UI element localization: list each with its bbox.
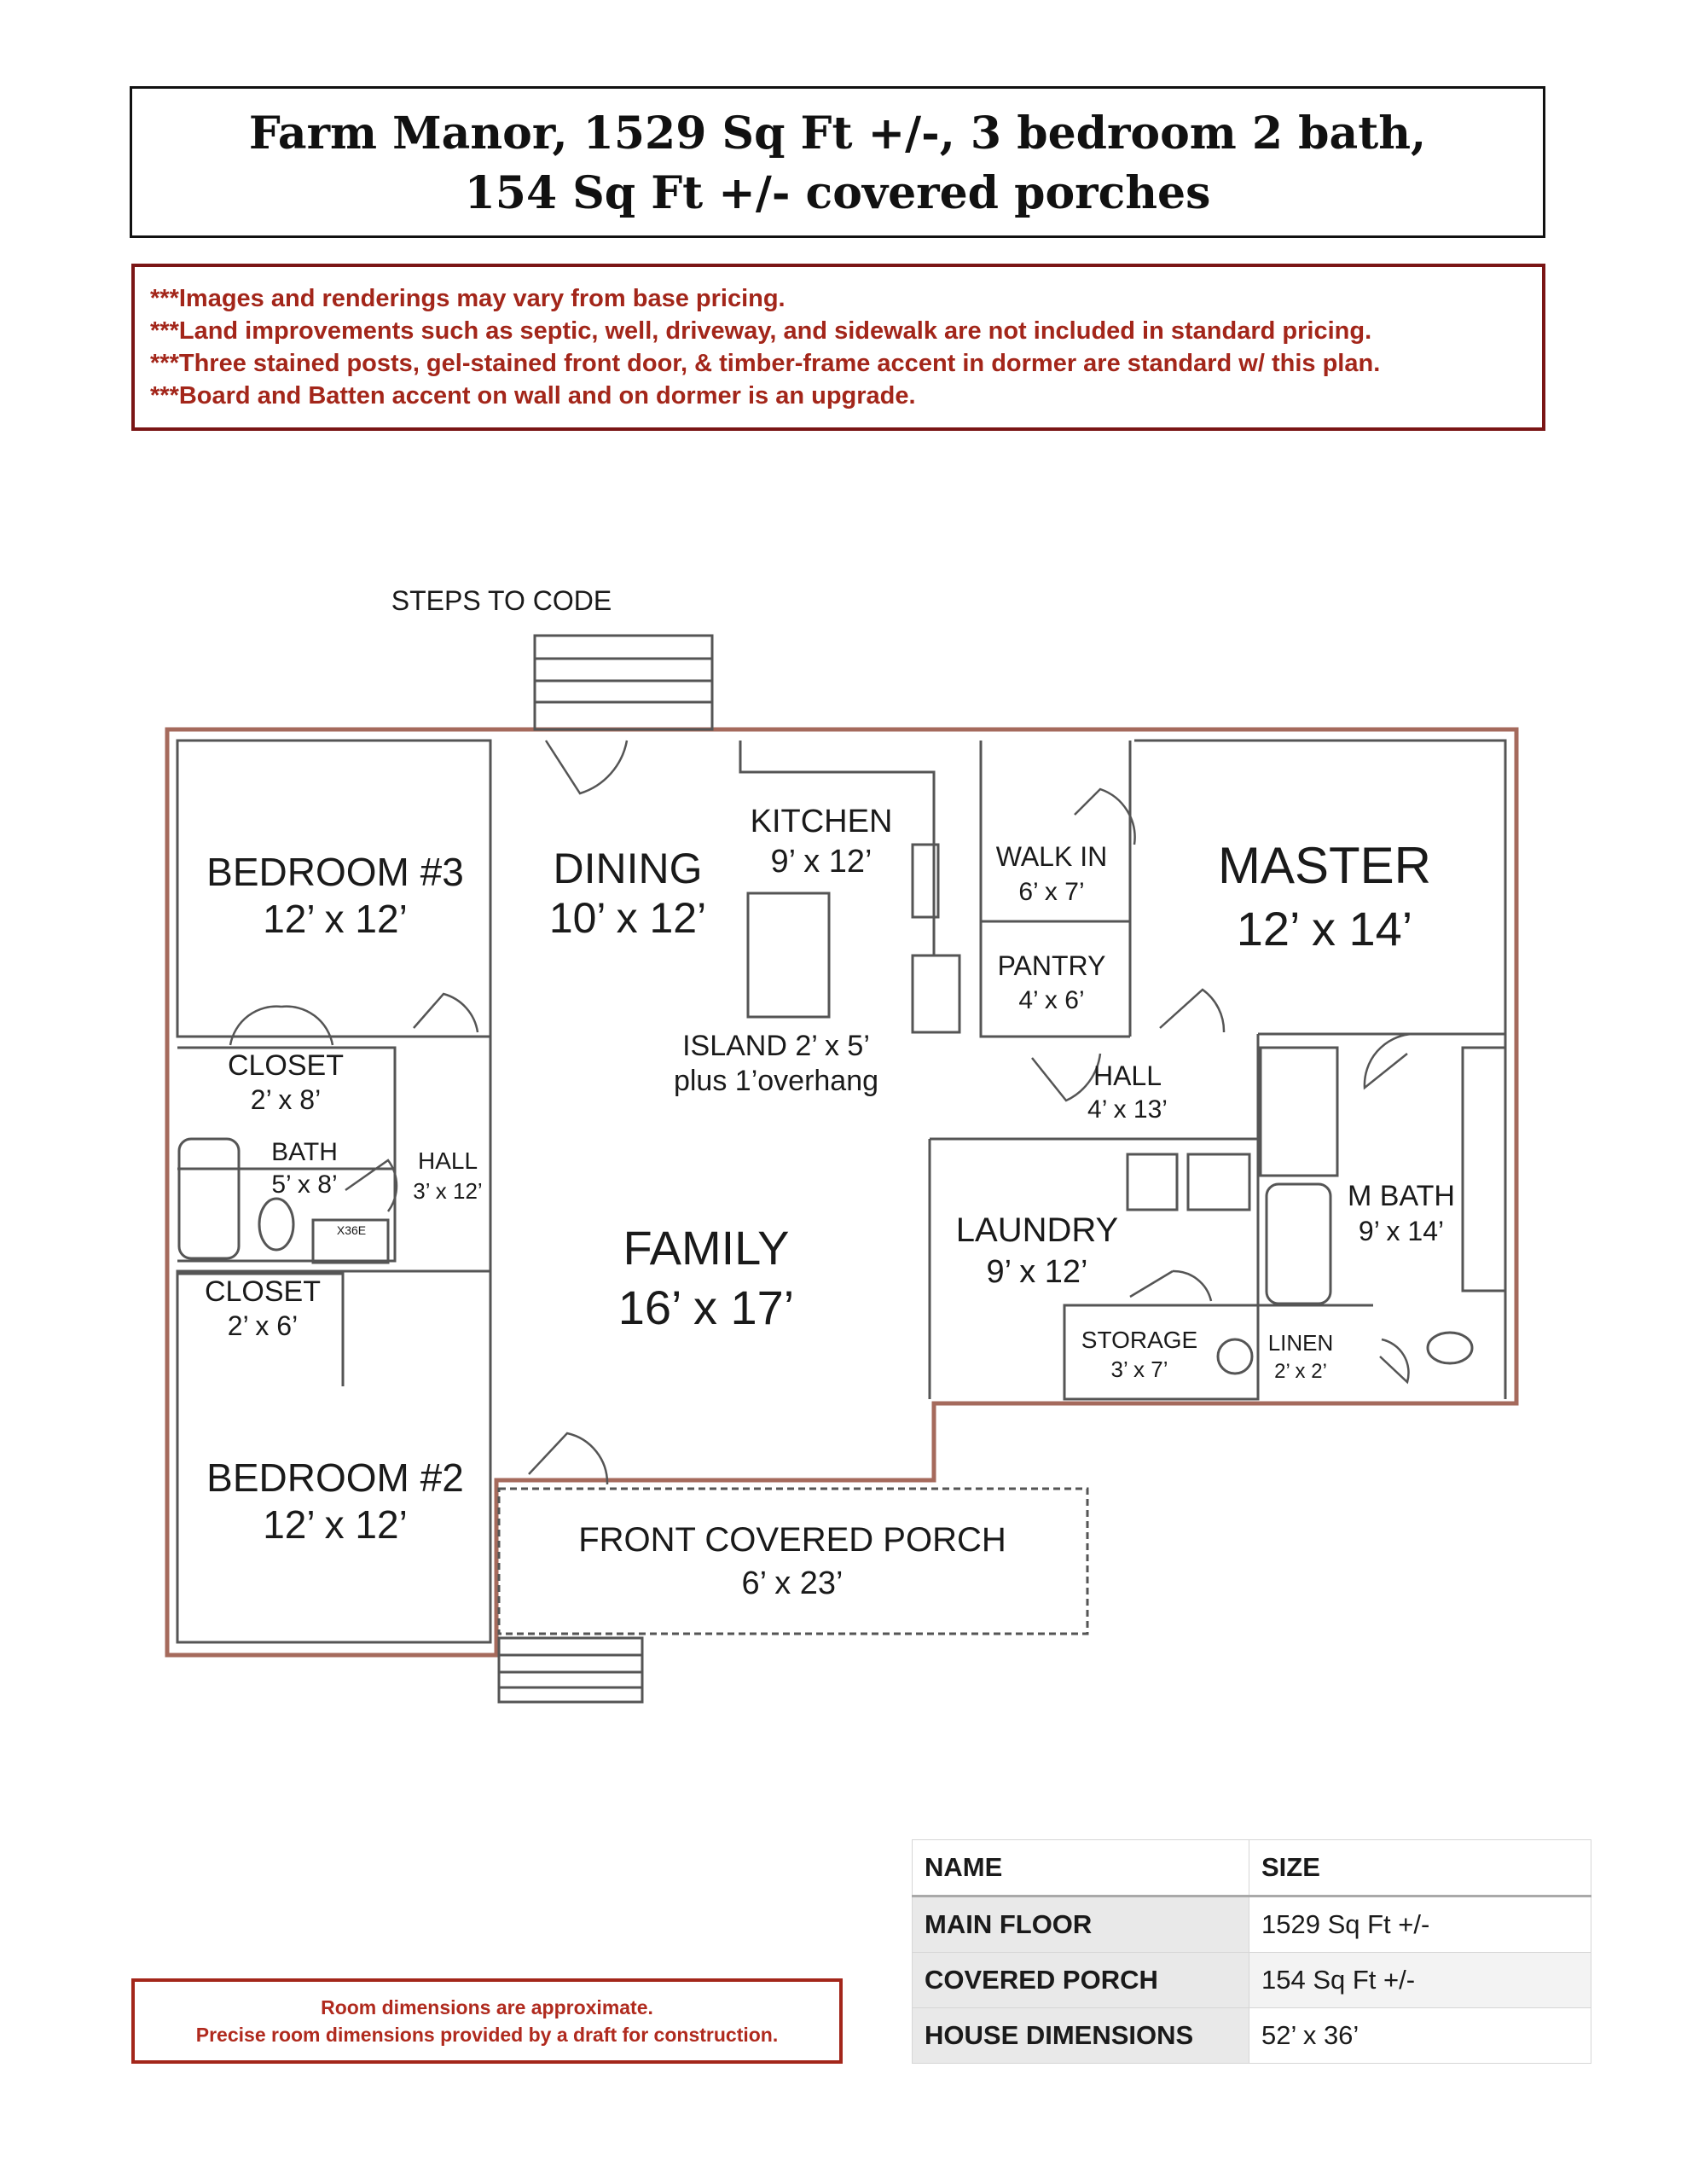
pricing-notes-box: ***Images and renderings may vary from b… <box>131 264 1545 431</box>
room-name-kitchen: KITCHEN <box>751 804 893 839</box>
room-size-closet-bottom: 2’ x 6’ <box>228 1310 298 1341</box>
specs-header-row: NAME SIZE <box>912 1839 1591 1897</box>
room-size-bedroom-2: 12’ x 12’ <box>263 1502 408 1547</box>
island-overhang-label: plus 1’overhang <box>674 1065 878 1097</box>
steps-label: STEPS TO CODE <box>391 585 612 616</box>
spec-value: 1529 Sq Ft +/- <box>1249 1896 1591 1953</box>
room-size-bedroom-3: 12’ x 12’ <box>263 897 408 941</box>
exterior-walls <box>165 727 1519 1658</box>
room-name-storage: STORAGE <box>1081 1327 1197 1353</box>
room-name-bedroom-3: BEDROOM #3 <box>206 850 464 894</box>
spec-value: 52’ x 36’ <box>1249 2007 1591 2064</box>
room-name-master: MASTER <box>1218 837 1431 894</box>
room-name-bedroom-2: BEDROOM #2 <box>206 1455 464 1500</box>
disclaimer-line-2: Precise room dimensions provided by a dr… <box>195 2024 779 2046</box>
room-size-dining: 10’ x 12’ <box>549 894 706 942</box>
room-size-master: 12’ x 14’ <box>1237 902 1413 956</box>
pricing-note: ***Land improvements such as septic, wel… <box>150 317 1372 345</box>
island-label: ISLAND 2’ x 5’ <box>682 1030 870 1062</box>
room-name-dining: DINING <box>554 845 703 892</box>
room-name-closet-top: CLOSET <box>228 1049 344 1082</box>
room-name-closet-bottom: CLOSET <box>205 1275 321 1308</box>
room-size-closet-top: 2’ x 8’ <box>251 1084 321 1115</box>
spec-value: 154 Sq Ft +/- <box>1249 1952 1591 2008</box>
disclaimer-line-1: Room dimensions are approximate. <box>321 1996 653 2018</box>
room-size-master-bath: 9’ x 14’ <box>1359 1216 1444 1246</box>
room-size-kitchen: 9’ x 12’ <box>771 844 872 880</box>
floor-plan: STEPS TO CODE BEDROOM #3 12’ x 12’ CLOSE… <box>165 585 1519 1704</box>
room-size-linen: 2’ x 2’ <box>1274 1360 1327 1383</box>
room-name-bath: BATH <box>271 1138 338 1166</box>
pricing-note: ***Three stained posts, gel-stained fron… <box>150 350 1381 377</box>
room-size-family: 16’ x 17’ <box>618 1281 795 1334</box>
room-name-hall-center: HALL <box>1093 1060 1162 1091</box>
spec-name: MAIN FLOOR <box>912 1896 1249 1953</box>
table-row: HOUSE DIMENSIONS 52’ x 36’ <box>912 2007 1591 2064</box>
room-size-porch: 6’ x 23’ <box>742 1565 844 1601</box>
room-labels: STEPS TO CODE BEDROOM #3 12’ x 12’ CLOSE… <box>205 585 1455 1601</box>
page-title-line-2: 154 Sq Ft +/- covered porches <box>464 167 1211 219</box>
disclaimer-box: Room dimensions are approximate. Precise… <box>131 1978 843 2064</box>
room-size-hall-center: 4’ x 13’ <box>1087 1095 1168 1124</box>
specs-header-size: SIZE <box>1249 1839 1591 1897</box>
table-row: COVERED PORCH 154 Sq Ft +/- <box>912 1952 1591 2008</box>
room-size-bath: 5’ x 8’ <box>271 1170 337 1199</box>
specs-table: NAME SIZE MAIN FLOOR 1529 Sq Ft +/- COVE… <box>912 1839 1591 2064</box>
room-size-walk-in: 6’ x 7’ <box>1018 878 1084 906</box>
room-name-family: FAMILY <box>623 1221 789 1275</box>
page-title-line-1: Farm Manor, 1529 Sq Ft +/-, 3 bedroom 2 … <box>248 107 1427 160</box>
room-size-storage: 3’ x 7’ <box>1111 1356 1168 1382</box>
room-name-laundry: LAUNDRY <box>956 1211 1118 1249</box>
room-name-walk-in: WALK IN <box>996 841 1107 872</box>
interior-walls <box>176 634 1507 1704</box>
spec-name: HOUSE DIMENSIONS <box>912 2007 1249 2064</box>
spec-name: COVERED PORCH <box>912 1952 1249 2008</box>
room-name-porch: FRONT COVERED PORCH <box>578 1521 1006 1559</box>
pricing-note: ***Images and renderings may vary from b… <box>150 285 786 312</box>
room-name-pantry: PANTRY <box>998 950 1106 981</box>
room-name-linen: LINEN <box>1268 1330 1334 1356</box>
specs-header-name: NAME <box>912 1839 1249 1897</box>
room-name-hall-left: HALL <box>418 1147 478 1174</box>
room-size-laundry: 9’ x 12’ <box>987 1254 1088 1290</box>
title-box: Farm Manor, 1529 Sq Ft +/-, 3 bedroom 2 … <box>130 86 1545 238</box>
table-row: MAIN FLOOR 1529 Sq Ft +/- <box>912 1896 1591 1953</box>
fixture-mark: X36E <box>337 1223 366 1237</box>
room-name-master-bath: M BATH <box>1348 1180 1455 1212</box>
pricing-note: ***Board and Batten accent on wall and o… <box>150 382 916 410</box>
room-size-hall-left: 3’ x 12’ <box>413 1178 482 1204</box>
room-size-pantry: 4’ x 6’ <box>1018 986 1084 1014</box>
door-swings <box>229 740 1412 1485</box>
